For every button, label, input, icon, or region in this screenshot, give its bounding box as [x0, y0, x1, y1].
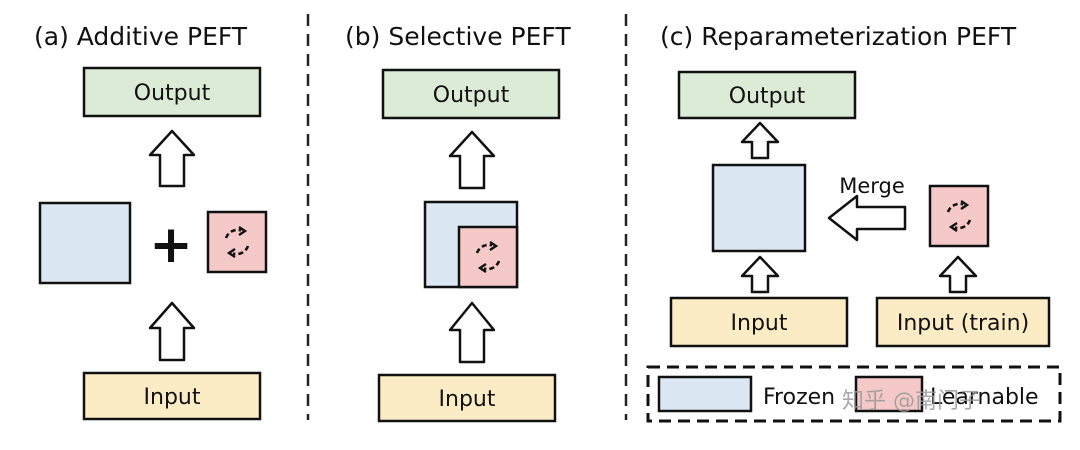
additive-output-label: Output: [134, 81, 211, 106]
additive-output-box: [82, 66, 262, 118]
merge-arrow-left: [827, 194, 907, 242]
selective-output-box: [381, 68, 561, 120]
selective-output-label: Output: [433, 83, 510, 108]
watermark: 知乎 @南门子: [842, 389, 981, 414]
merge-label: Merge: [839, 174, 905, 198]
legend: Frozen Learnable: [646, 365, 1062, 423]
reparam-title: (c) Reparameterization PEFT: [660, 22, 1017, 51]
panel-reparam: (c) Reparameterization PEFT Output Merge…: [660, 22, 1051, 348]
legend-frozen-label: Frozen: [763, 385, 835, 410]
selective-title: (b) Selective PEFT: [345, 22, 571, 51]
reparam-input-train-label: Input (train): [897, 311, 1029, 336]
additive-arrow-up-bottom: [148, 301, 196, 362]
selective-learnable-subblock: [457, 225, 519, 289]
additive-arrow-up-top: [148, 129, 196, 188]
selective-arrow-up-bottom: [448, 301, 496, 364]
additive-frozen-block: [38, 201, 132, 285]
reparam-output-label: Output: [729, 84, 806, 109]
additive-input-label: Input: [144, 385, 201, 410]
additive-input-box: [82, 371, 262, 421]
reparam-arrow-up-top: [740, 121, 780, 160]
legend-border: [646, 365, 1062, 423]
plus-sign: +: [149, 215, 193, 275]
reparam-learnable-block: [928, 184, 990, 248]
selective-arrow-up-top: [448, 130, 496, 190]
legend-learnable-swatch: [854, 375, 924, 413]
reparam-frozen-block: [711, 163, 807, 253]
selective-input-box: [377, 373, 557, 423]
additive-learnable-block: [206, 210, 268, 274]
panel-additive: (a) Additive PEFT Output + Input: [34, 22, 268, 421]
reparam-input-label: Input: [731, 311, 788, 336]
reparam-input-train-box: [875, 296, 1051, 348]
reparam-arrow-up-bottom-right: [938, 255, 978, 294]
selective-input-label: Input: [439, 387, 496, 412]
reparam-arrow-up-bottom-left: [740, 255, 780, 294]
reparam-output-box: [677, 70, 857, 120]
legend-learnable-label: Learnable: [930, 385, 1039, 410]
reparam-input-box: [669, 296, 849, 348]
additive-title: (a) Additive PEFT: [34, 22, 248, 51]
legend-frozen-swatch: [657, 375, 753, 413]
panel-selective: (b) Selective PEFT Output Input: [345, 22, 571, 423]
